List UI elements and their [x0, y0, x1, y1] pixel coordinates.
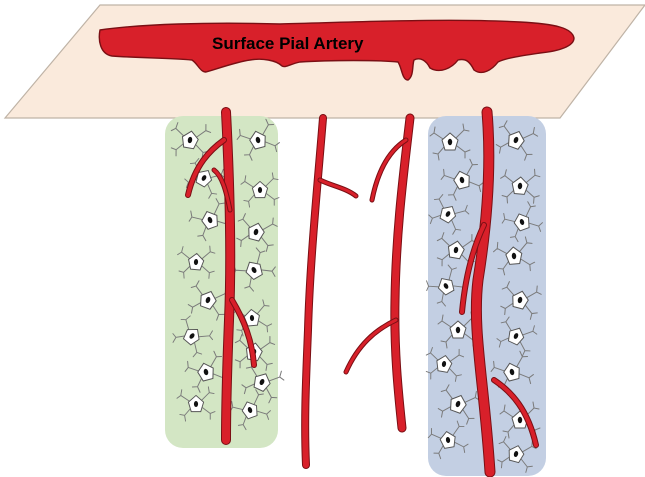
- middle-arteriole-1-trunk: [305, 118, 323, 465]
- middle-arteriole-1-branch: [320, 180, 356, 196]
- middle-arteriole-2-branch-lower: [346, 320, 396, 372]
- middle-arteriole-2-trunk: [395, 118, 410, 428]
- artery-label: Surface Pial Artery: [212, 34, 364, 53]
- green-arteriole-trunk: [226, 112, 230, 440]
